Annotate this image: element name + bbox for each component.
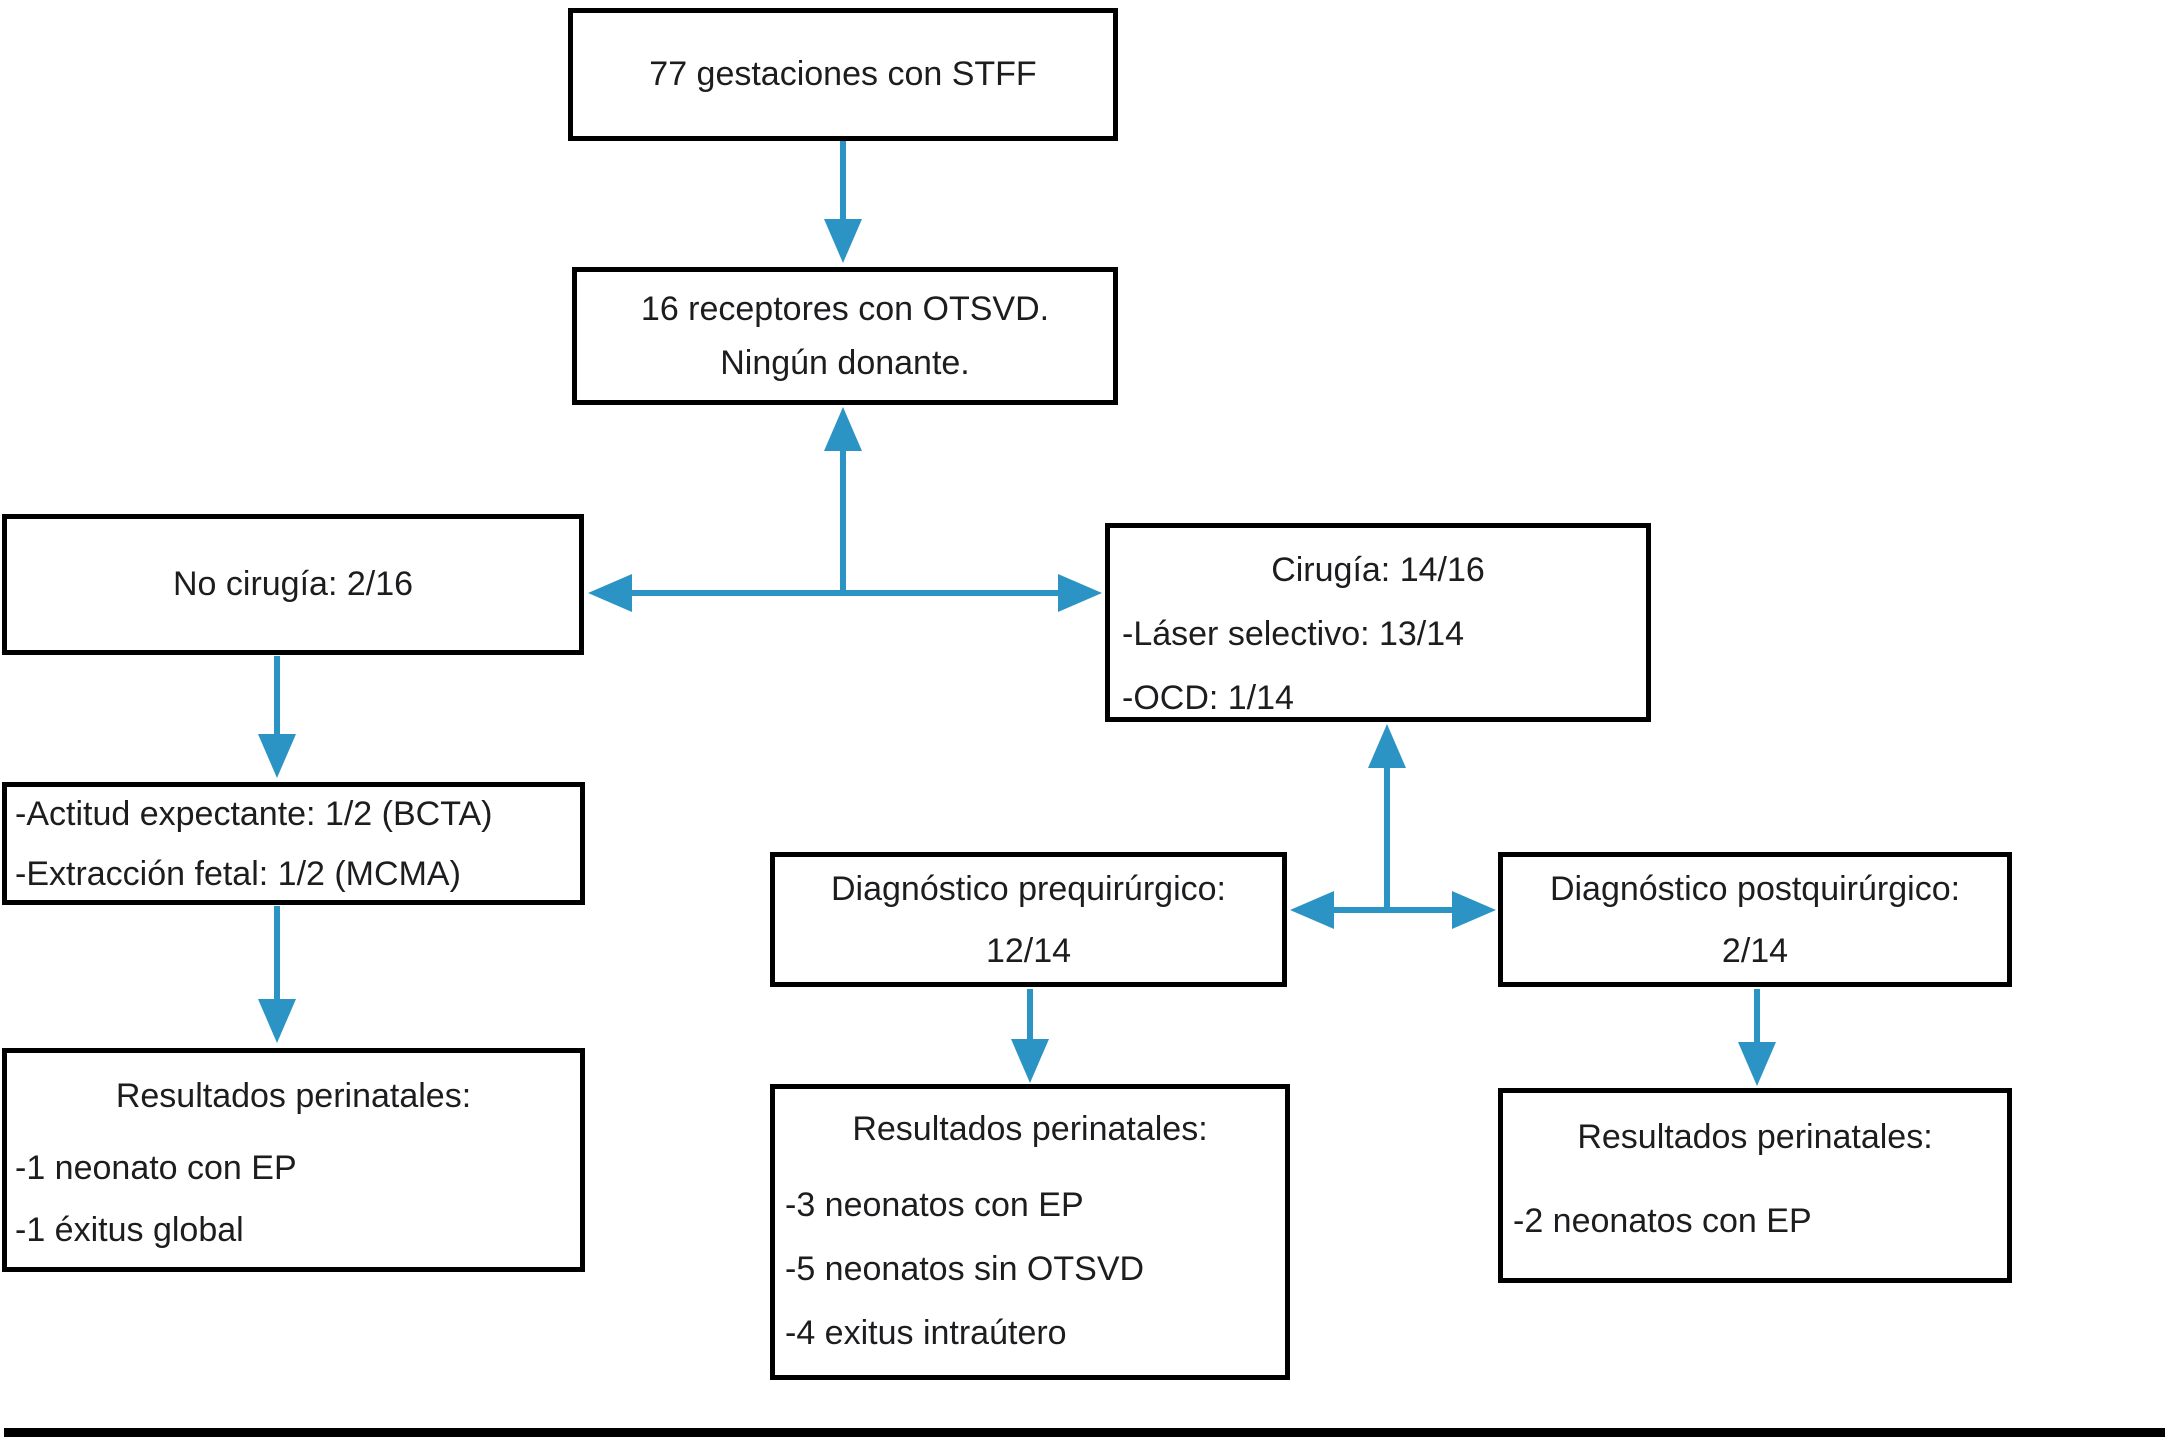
box-receptores-otsvd: 16 receptores con OTSVD. Ningún donante.	[572, 267, 1118, 405]
box-diagnostico-postquirurgico: Diagnóstico postquirúrgico: 2/14	[1498, 852, 2012, 987]
box-resultados-post-title: Resultados perinatales:	[1577, 1118, 1933, 1156]
connector-receptores-split	[840, 449, 846, 596]
box-manejo-item: -Actitud expectante: 1/2 (BCTA)	[15, 794, 493, 833]
connector-manejo-to-resultados	[274, 906, 280, 1001]
arrow-left-icon	[1290, 891, 1334, 929]
connector-cirugia-split	[1384, 766, 1390, 913]
box-no-cirugia-text: No cirugía: 2/16	[172, 565, 414, 603]
arrow-up-icon	[824, 407, 862, 451]
connector-pre-post	[1330, 907, 1455, 913]
arrow-right-icon	[1452, 891, 1496, 929]
box-cirugia-title: Cirugía: 14/16	[1271, 551, 1485, 589]
box-resultados-pre-item: -3 neonatos con EP	[785, 1186, 1084, 1224]
box-cirugia-item: -OCD: 1/14	[1122, 679, 1294, 717]
box-77-gestaciones-text: 77 gestaciones con STFF	[649, 55, 1037, 93]
box-resultados-prequirurgico: Resultados perinatales: -3 neonatos con …	[770, 1084, 1290, 1380]
box-diag-post-line2: 2/14	[1721, 931, 1789, 970]
arrow-down-icon	[258, 734, 296, 778]
box-77-gestaciones: 77 gestaciones con STFF	[568, 8, 1118, 141]
box-cirugia: Cirugía: 14/16 -Láser selectivo: 13/14 -…	[1105, 523, 1651, 722]
box-receptores-line2: Ningún donante.	[720, 344, 970, 382]
connector-no-cirugia-to-manejo	[274, 656, 280, 736]
box-cirugia-item: -Láser selectivo: 13/14	[1122, 615, 1465, 653]
box-resultados-no-cirugia-item: -1 neonato con EP	[15, 1149, 297, 1187]
connector-gestaciones-to-receptores	[840, 141, 846, 221]
box-manejo-item: -Extracción fetal: 1/2 (MCMA)	[15, 854, 461, 893]
connector-no-cirugia-cirugia	[628, 590, 1062, 596]
box-resultados-postquirurgico: Resultados perinatales: -2 neonatos con …	[1498, 1088, 2012, 1283]
arrow-down-icon	[1738, 1042, 1776, 1086]
box-resultados-no-cirugia-item: -1 éxitus global	[15, 1211, 244, 1249]
arrow-right-icon	[1058, 574, 1102, 612]
box-diag-pre-line1: Diagnóstico prequirúrgico:	[831, 869, 1226, 908]
arrow-up-icon	[1368, 724, 1406, 768]
box-diag-post-line1: Diagnóstico postquirúrgico:	[1549, 869, 1961, 908]
box-receptores-line1: 16 receptores con OTSVD.	[640, 289, 1050, 328]
box-diagnostico-prequirurgico: Diagnóstico prequirúrgico: 12/14	[770, 852, 1287, 987]
arrow-down-icon	[1011, 1039, 1049, 1083]
box-manejo-no-cirugia: -Actitud expectante: 1/2 (BCTA) -Extracc…	[2, 782, 585, 905]
box-no-cirugia: No cirugía: 2/16	[2, 514, 584, 655]
connector-post-to-resultados	[1754, 989, 1760, 1045]
box-resultados-post-item: -2 neonatos con EP	[1513, 1202, 1812, 1240]
arrow-down-icon	[824, 219, 862, 263]
box-resultados-pre-item: -5 neonatos sin OTSVD	[785, 1250, 1145, 1288]
box-resultados-pre-title: Resultados perinatales:	[852, 1110, 1208, 1148]
bottom-divider	[4, 1428, 2165, 1437]
box-diag-pre-line2: 12/14	[985, 931, 1072, 970]
arrow-down-icon	[258, 999, 296, 1043]
connector-pre-to-resultados	[1027, 989, 1033, 1043]
box-resultados-no-cirugia-title: Resultados perinatales:	[115, 1077, 472, 1115]
box-resultados-no-cirugia: Resultados perinatales: -1 neonato con E…	[2, 1048, 585, 1272]
box-resultados-pre-item: -4 exitus intraútero	[785, 1314, 1067, 1352]
arrow-left-icon	[588, 574, 632, 612]
